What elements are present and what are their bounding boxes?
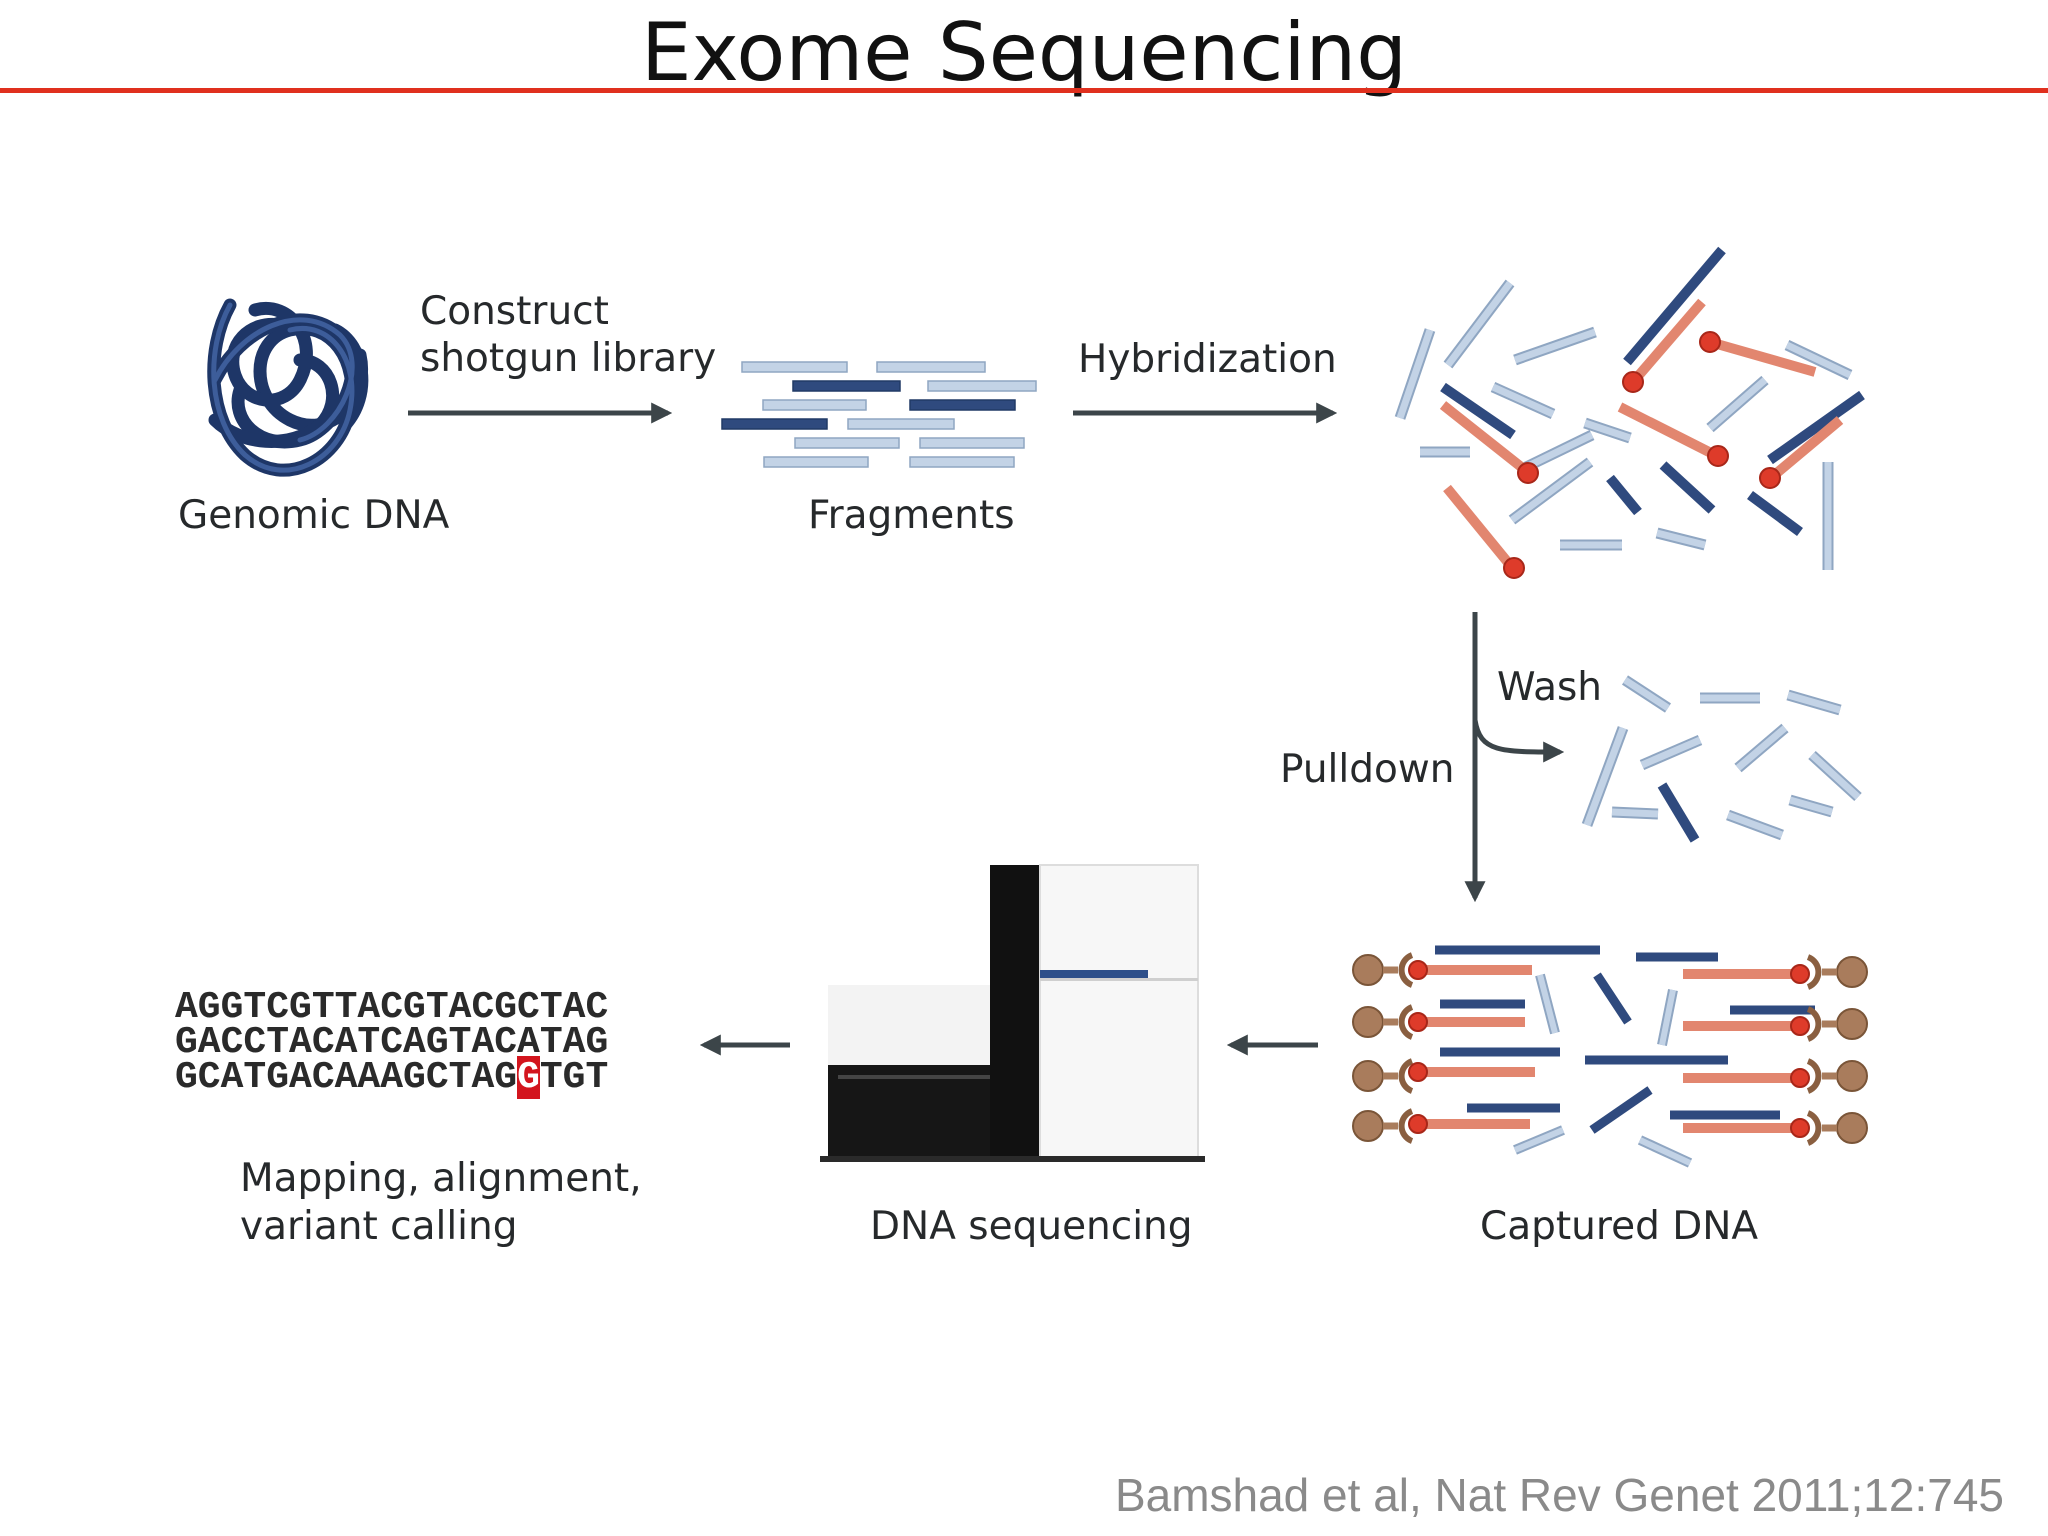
sequence-segment: GCATGACAAAGCTAG	[175, 1056, 518, 1099]
fragment-light	[762, 399, 867, 411]
fragment-dark	[909, 399, 1016, 411]
fragment-light	[909, 456, 1015, 468]
sequence-line: GACCTACATCAGTACATAG	[175, 1021, 609, 1064]
fragment-dark	[792, 380, 901, 392]
pulldown-label: Pulldown	[1280, 747, 1455, 792]
dna-sequencing-label: DNA sequencing	[870, 1204, 1193, 1249]
fragments-label: Fragments	[808, 493, 1015, 538]
mapping-label-line2: variant calling	[240, 1204, 518, 1249]
construct-label-line1: Construct	[420, 289, 609, 334]
construct-label-line2: shotgun library	[420, 336, 717, 381]
hybridization-label: Hybridization	[1078, 337, 1337, 382]
hybridization-cluster	[1394, 246, 1865, 579]
arrow-wash	[1472, 719, 1565, 763]
wash-label: Wash	[1497, 665, 1603, 710]
mapping-label-line1: Mapping, alignment,	[240, 1156, 642, 1201]
fragment-light	[794, 437, 900, 449]
fragment-light	[919, 437, 1025, 449]
fragment-light	[847, 418, 955, 430]
dna-coil-highlight	[211, 302, 355, 473]
slide-title: Exome Sequencing	[640, 6, 1408, 99]
fragment-light	[741, 361, 848, 373]
citation: Bamshad et al, Nat Rev Genet 2011;12:745	[1114, 1469, 2004, 1521]
variant-base-highlight: G	[517, 1056, 540, 1099]
sequence-segment: TGT	[539, 1056, 609, 1099]
sequence-line: AGGTCGTTACGTACGCTAC	[175, 986, 609, 1029]
sequencer-machine-icon	[820, 864, 1205, 1162]
fragment-light	[927, 380, 1037, 392]
fragment-light	[876, 361, 986, 373]
sequence-line: GCATGACAAAGCTAGGTGT	[175, 1056, 608, 1099]
fragment-dark	[721, 418, 828, 430]
genomic-dna-label: Genomic DNA	[178, 493, 450, 538]
washed-fragments	[1581, 675, 1862, 843]
fragments-group	[721, 361, 1037, 468]
fragment-light	[763, 456, 869, 468]
title-underline	[0, 88, 2048, 93]
captured-dna	[1352, 945, 1868, 1168]
captured-dna-label: Captured DNA	[1480, 1204, 1759, 1249]
